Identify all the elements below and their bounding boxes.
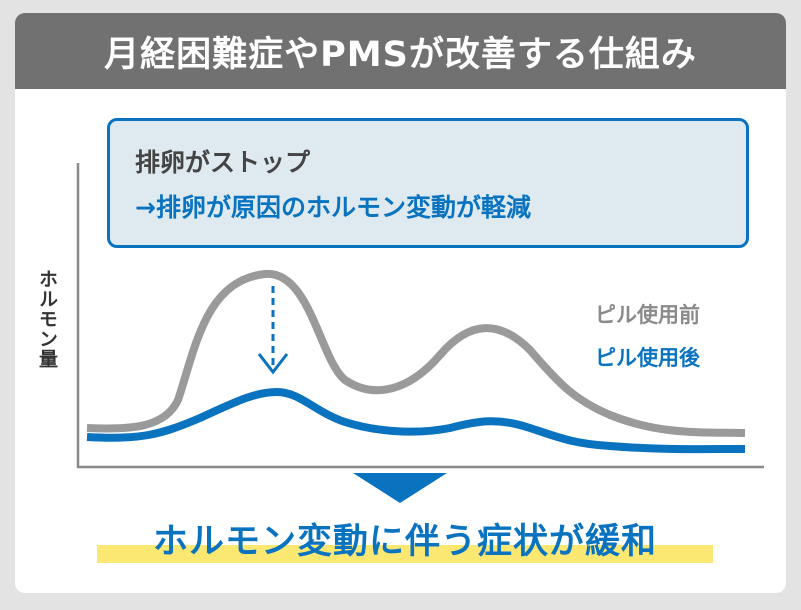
- highlight-bar: [97, 545, 713, 563]
- page-title: 月経困難症やPMSが改善する仕組み: [15, 13, 786, 89]
- legend-before-pill: ピル使用前: [595, 303, 700, 327]
- before-pill-curve: [86, 269, 746, 437]
- infographic-card: 月経困難症やPMSが改善する仕組み 排卵がストップ →排卵が原因のホルモン変動が…: [15, 13, 786, 593]
- result-text: ホルモン変動に伴う症状が緩和: [152, 522, 657, 562]
- callout-line-1: 排卵がストップ: [135, 148, 311, 177]
- down-triangle-icon: [353, 473, 447, 503]
- hormone-chart: [76, 163, 764, 503]
- arrow-head-icon: [257, 353, 289, 375]
- y-axis-label: ホルモン量: [36, 269, 58, 369]
- result-banner: ホルモン変動に伴う症状が緩和: [97, 513, 713, 564]
- after-pill-curve: [86, 387, 746, 454]
- callout-box: 排卵がストップ →排卵が原因のホルモン変動が軽減: [107, 118, 749, 248]
- callout-line-2: →排卵が原因のホルモン変動が軽減: [135, 193, 531, 222]
- legend-after-pill: ピル使用後: [595, 346, 700, 370]
